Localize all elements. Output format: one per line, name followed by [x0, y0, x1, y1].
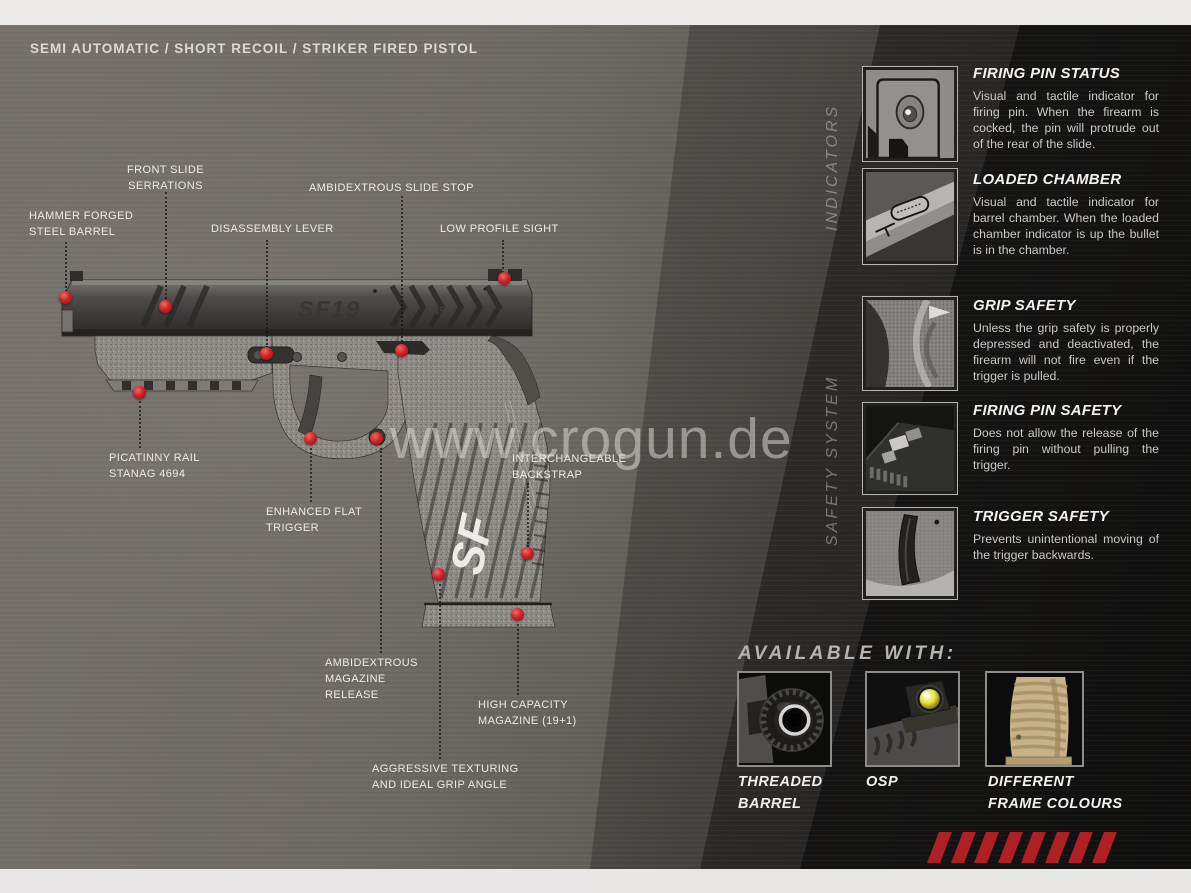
leader-line-low-profile-sight — [502, 240, 504, 273]
marker-dot-picatinny-rail — [133, 386, 146, 399]
feature-title: FIRING PIN SAFETY — [973, 402, 1122, 419]
grip-marking: SF — [440, 509, 503, 579]
feature-grip-safety: GRIP SAFETY Unless the grip safety is pr… — [973, 297, 1159, 385]
firing-pin-status-photo — [862, 66, 958, 162]
rear-slide-serrations-graphic — [389, 284, 503, 329]
grip-safety-lever — [487, 335, 541, 406]
feature-title: FIRING PIN STATUS — [973, 65, 1121, 82]
leader-line-hammer-forged-steel-barrel — [65, 242, 67, 292]
top-margin-strip — [0, 0, 1191, 25]
loaded-chamber-photo — [862, 168, 958, 265]
feature-description: Does not allow the release of the firing… — [973, 426, 1159, 472]
feature-title: LOADED CHAMBER — [973, 171, 1122, 188]
pistol-slide: SF19 HS — [61, 269, 533, 337]
callout-label-low-profile-sight: LOW PROFILE SIGHT — [440, 223, 559, 235]
marker-dot-front-slide-serrations — [159, 300, 172, 313]
front-sight — [70, 271, 83, 281]
accent-stripe — [950, 832, 976, 863]
backstrap-serrations — [531, 464, 550, 566]
leader-line-enhanced-flat-trigger — [310, 448, 312, 502]
leader-line-ambidextrous-slide-stop — [401, 196, 403, 346]
red-accent-stripes — [927, 832, 1117, 863]
slide-marking: SF19 — [298, 296, 361, 322]
feature-loaded-chamber: LOADED CHAMBER Visual and tactile indica… — [973, 171, 1159, 259]
option-label-different-frame-colours: DIFFERENT FRAME COLOURS — [988, 774, 1123, 813]
callout-label-high-capacity-magazine: HIGH CAPACITY MAGAZINE (19+1) — [478, 699, 577, 727]
feature-title: TRIGGER SAFETY — [973, 508, 1109, 525]
callout-label-hammer-forged-steel-barrel: HAMMER FORGED STEEL BARREL — [29, 210, 134, 238]
marker-dot-high-capacity-magazine — [511, 608, 524, 621]
accent-stripe — [974, 832, 999, 863]
page-title: SEMI AUTOMATIC / SHORT RECOIL / STRIKER … — [30, 41, 479, 56]
callout-label-picatinny-rail: PICATINNY RAIL STANAG 4694 — [109, 452, 200, 480]
feature-trigger-safety: TRIGGER SAFETY Prevents unintentional mo… — [973, 508, 1159, 564]
accent-stripe — [1068, 832, 1093, 863]
osp-photo — [865, 671, 960, 767]
accent-stripe — [1021, 832, 1046, 863]
feature-firing-pin-status: FIRING PIN STATUS Visual and tactile ind… — [973, 65, 1159, 153]
callout-label-ambidextrous-magazine-release: AMBIDEXTROUS MAGAZINE RELEASE — [325, 657, 418, 701]
option-label-threaded-barrel: THREADED BARREL — [738, 774, 823, 813]
feature-title: GRIP SAFETY — [973, 297, 1076, 314]
leader-line-high-capacity-magazine — [517, 624, 519, 695]
available-with-heading: AVAILABLE WITH: — [738, 643, 957, 664]
leader-line-front-slide-serrations — [165, 192, 167, 303]
leader-line-aggressive-texturing — [439, 584, 441, 759]
watermark: www.crogun.de — [390, 407, 793, 471]
option-label-osp: OSP — [866, 774, 899, 790]
callout-label-enhanced-flat-trigger: ENHANCED FLAT TRIGGER — [266, 506, 363, 534]
marker-dot-enhanced-flat-trigger — [304, 432, 317, 445]
front-slide-serrations-graphic — [140, 284, 210, 329]
threaded-barrel-photo — [737, 671, 832, 767]
feature-firing-pin-safety: FIRING PIN SAFETY Does not allow the rel… — [973, 402, 1159, 474]
feature-description: Visual and tactile indicator for firing … — [973, 89, 1159, 151]
leader-line-interchangeable-backstrap — [527, 483, 529, 547]
trigger-guard — [271, 335, 409, 460]
pistol-illustration: SF19 HS — [61, 269, 556, 628]
trigger-safety-photo — [862, 507, 958, 600]
marker-dot-interchangeable-backstrap — [521, 547, 534, 560]
bottom-margin-strip — [0, 869, 1191, 893]
marker-dot-ambidextrous-slide-stop — [395, 344, 408, 357]
grip-safety-photo — [862, 296, 958, 391]
feature-description: Visual and tactile indicator for barrel … — [973, 195, 1159, 257]
group-title-safety-system: SAFETY SYSTEM — [824, 374, 841, 547]
accent-stripe — [1044, 832, 1070, 863]
leader-line-ambidextrous-magazine-release — [380, 448, 382, 653]
marker-dot-disassembly-lever — [260, 347, 273, 360]
slide-marking-small: HS — [430, 304, 447, 318]
marker-dot-aggressive-texturing — [432, 568, 445, 581]
firing-pin-safety-photo — [862, 402, 958, 495]
callout-label-front-slide-serrations: FRONT SLIDE SERRATIONS — [127, 164, 204, 192]
group-title-indicators: INDICATORS — [824, 103, 841, 232]
magazine-baseplate — [421, 603, 556, 628]
trigger-blade — [297, 374, 323, 438]
callout-label-aggressive-texturing: AGGRESSIVE TEXTURING AND IDEAL GRIP ANGL… — [372, 763, 519, 791]
callout-label-ambidextrous-slide-stop: AMBIDEXTROUS SLIDE STOP — [309, 182, 474, 194]
marker-dot-ambidextrous-magazine-release — [370, 432, 383, 445]
different-frame-colours-photo — [985, 671, 1084, 767]
callout-label-interchangeable-backstrap: INTERCHANGEABLE BACKSTRAP — [512, 453, 627, 481]
leader-line-disassembly-lever — [266, 240, 268, 348]
accent-stripe — [997, 832, 1023, 863]
feature-description: Unless the grip safety is properly depre… — [973, 321, 1159, 383]
muzzle-guide-rod — [61, 309, 74, 333]
leader-line-picatinny-rail — [139, 401, 141, 448]
pistol-frame — [94, 335, 556, 628]
callout-label-disassembly-lever: DISASSEMBLY LEVER — [211, 223, 334, 235]
marker-dot-hammer-forged-steel-barrel — [59, 291, 72, 304]
marker-dot-low-profile-sight — [498, 272, 511, 285]
feature-description: Prevents unintentional moving of the tri… — [973, 532, 1159, 562]
